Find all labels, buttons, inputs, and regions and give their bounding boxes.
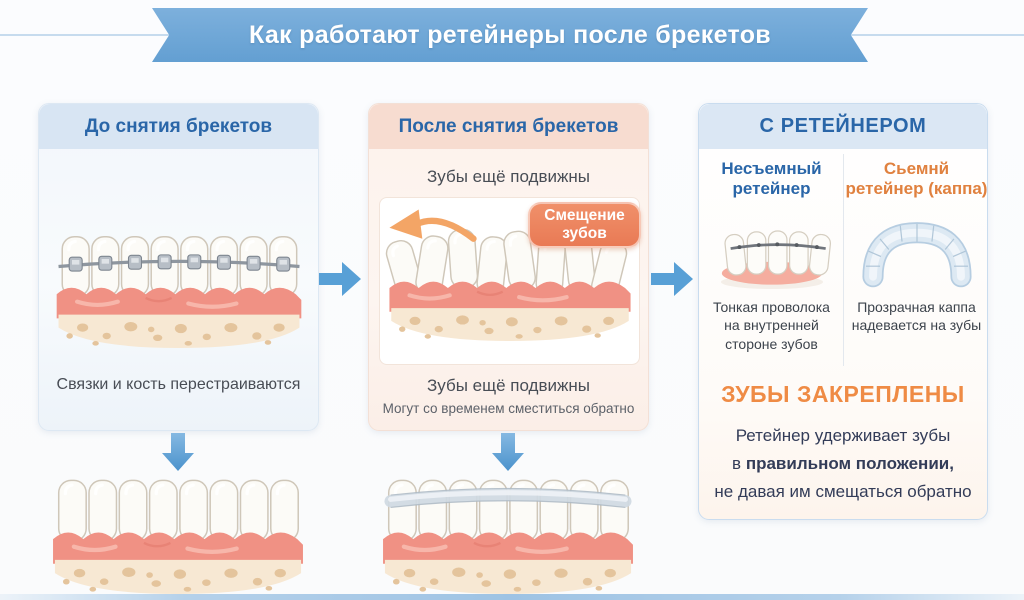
card-retainer-header: С РЕТЕЙНЕРОМ (699, 104, 987, 149)
teeth-braces-illustration (49, 209, 309, 348)
card-after-header: После снятия брекетов (369, 104, 648, 149)
card-before-header: До снятия брекетов (39, 104, 318, 149)
result-line3: не давая им смещаться обратно (714, 482, 972, 501)
removable-retainer-description: Прозрачная каппа надевается на зубы (851, 299, 982, 334)
page-title: Как работают ретейнеры после брекетов (249, 20, 771, 49)
teeth-shifted-illustration (382, 209, 638, 341)
removable-retainer-title: Сьемнй ретейнер (каппа) (845, 159, 988, 199)
teeth-retainer-illustration (375, 452, 641, 594)
result-text: Ретейнер удерживает зубы в правильном по… (699, 422, 987, 506)
after-subtitle: Зубы ещё подвижны (427, 167, 590, 186)
shift-badge: Смещение зубов (528, 202, 641, 248)
arrow-right-icon (319, 262, 361, 296)
title-banner: Как работают ретейнеры после брекетов (152, 8, 868, 62)
after-caption-note: Могут со временем сместиться обратно (382, 401, 635, 416)
fixed-retainer-desc-wrap: Тонкая проволока на внутренней стороне з… (699, 298, 844, 353)
fixed-retainer-subcol: Несъемный ретейнер (699, 159, 844, 200)
fixed-retainer-title: Несъемный ретейнер (721, 159, 822, 199)
arrow-right-icon (651, 262, 693, 296)
before-caption: Связки и кость перестраиваются (56, 376, 301, 393)
decorative-bottom-line (0, 594, 1024, 600)
arrow-down-icon (492, 433, 524, 471)
teeth-straight-illustration (45, 452, 311, 594)
clear-aligner-illustration (862, 222, 972, 288)
card-after-removal: После снятия брекетов Зубы ещё подвижны … (368, 103, 649, 431)
result-line2: в правильном положении, (732, 454, 954, 473)
card-before-removal: До снятия брекетов Связки и кость перест… (38, 103, 319, 431)
after-caption: Зубы ещё подвижны (427, 376, 590, 395)
removable-retainer-subcol: Сьемнй ретейнер (каппа) (844, 159, 989, 200)
removable-retainer-desc-wrap: Прозрачная каппа надевается на зубы (844, 298, 989, 335)
result-line1: Ретейнер удерживает зубы (735, 426, 951, 445)
result-title: ЗУБЫ ЗАКРЕПЛЕНЫ (721, 381, 965, 407)
curved-arrow-left-icon (389, 209, 477, 242)
card-with-retainer: С РЕТЕЙНЕРОМ Несъемный ретейнер Сьемнй р… (698, 103, 988, 520)
fixed-retainer-description: Тонкая проволока на внутренней стороне з… (713, 299, 830, 352)
fixed-retainer-illustration (720, 230, 832, 290)
arrow-down-icon (162, 433, 194, 471)
subcolumn-divider (843, 154, 844, 366)
